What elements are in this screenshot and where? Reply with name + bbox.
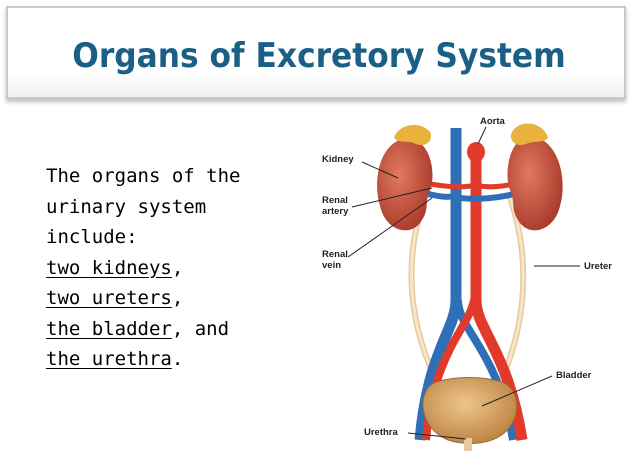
right-renal-vein: [459, 191, 515, 202]
label-kidney: Kidney: [322, 154, 354, 165]
organ-item-kidneys: two kidneys,: [46, 253, 296, 284]
label-renal-vein-line1: Renal: [322, 249, 348, 260]
organ-item-urethra: the urethra.: [46, 344, 296, 375]
aorta-top: [467, 142, 485, 162]
leader-aorta: [477, 126, 487, 145]
label-urethra: Urethra: [364, 427, 399, 438]
left-adrenal-gland: [394, 124, 432, 146]
label-renal-artery-line1: Renal: [322, 195, 348, 206]
left-kidney: [377, 138, 433, 231]
label-aorta: Aorta: [480, 116, 506, 127]
leader-renal-vein: [347, 197, 433, 258]
slide-title: Organs of Excretory System: [72, 36, 566, 76]
organ-suffix: ,: [171, 287, 184, 309]
left-renal-vein: [427, 191, 455, 200]
organ-suffix: ,: [171, 256, 184, 279]
intro-line: The organs of the: [46, 165, 241, 187]
label-renal-artery-line2: artery: [322, 206, 349, 217]
title-frame: [6, 6, 626, 99]
organ-item-bladder: the bladder, and: [46, 314, 296, 345]
leader-renal-artery: [351, 187, 433, 208]
label-renal-vein-line2: vein: [322, 260, 341, 271]
organ-name: the bladder: [46, 317, 172, 340]
leader-bladder: [481, 375, 553, 407]
organ-suffix: , and: [171, 317, 230, 340]
urethra-tube: [464, 438, 472, 451]
intro-line: include:: [46, 226, 138, 248]
urinary-system-diagram: Aorta Kidney Renal artery Renal vein Ure…: [322, 116, 612, 451]
organ-name: two ureters: [46, 287, 172, 309]
leader-kidney: [361, 161, 399, 179]
leader-urethra: [407, 432, 467, 440]
intro-line: urinary system: [46, 195, 207, 218]
organ-item-ureters: two ureters,: [46, 283, 296, 314]
right-kidney: [507, 136, 563, 231]
right-adrenal-gland: [510, 123, 548, 146]
label-bladder: Bladder: [556, 370, 592, 381]
organ-name: two kidneys: [46, 256, 172, 279]
left-renal-artery: [429, 181, 472, 190]
body-text: The organs of the urinary system include…: [46, 161, 296, 375]
organ-name: the urethra: [46, 348, 172, 370]
bladder-organ: [422, 377, 518, 444]
organ-suffix: .: [171, 348, 184, 370]
label-ureter: Ureter: [584, 261, 612, 272]
